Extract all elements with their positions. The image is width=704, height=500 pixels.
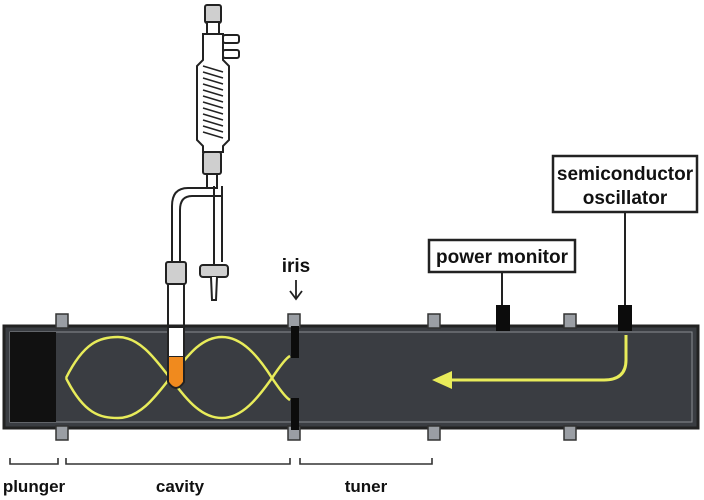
power-monitor-label: power monitor [436, 247, 569, 268]
plunger-block [10, 332, 56, 422]
sample-tube [167, 326, 185, 389]
oscillator-label: oscillator [583, 188, 668, 209]
power-monitor-label-box [427, 238, 577, 274]
standing-wave [64, 335, 291, 420]
microwave-arrow [432, 335, 628, 389]
iris-plates [291, 326, 299, 430]
tuner-label: tuner [345, 477, 388, 496]
iris-label: iris [282, 256, 311, 277]
section-brackets [9, 458, 433, 465]
oscillator-port [618, 305, 632, 331]
cavity-label: cavity [156, 477, 205, 496]
semiconductor-label: semiconductor [557, 164, 694, 185]
power-monitor-port [496, 305, 510, 331]
ports [496, 305, 632, 331]
arrow-down-icon [289, 280, 303, 301]
waveguide [2, 324, 700, 430]
plunger-label: plunger [3, 477, 66, 496]
oscillator-label-box [551, 154, 699, 214]
